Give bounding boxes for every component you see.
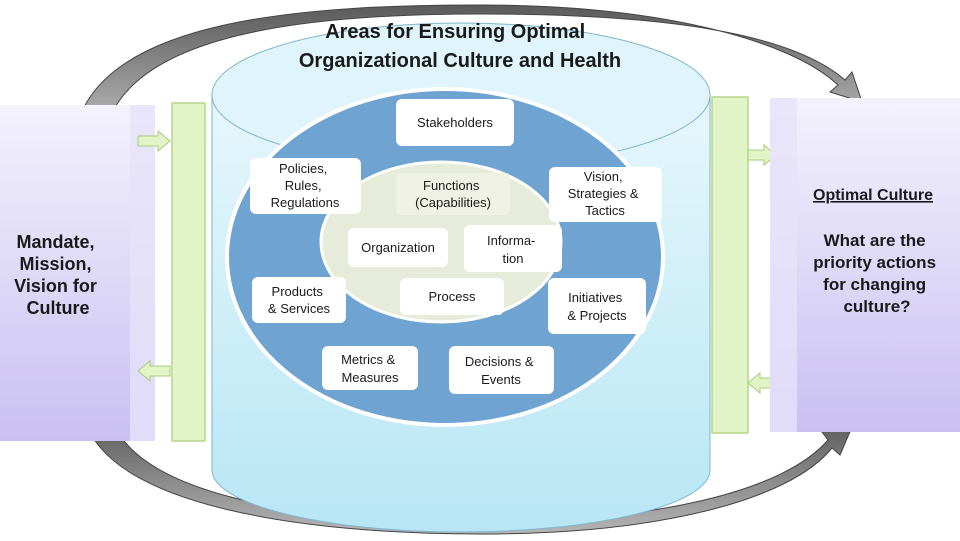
svg-text:Decisions & Events: Decisions & Events: [465, 354, 537, 387]
diagram-text: Organization: [361, 240, 435, 255]
svg-text:Metrics & Measures: Metrics & Measures: [341, 352, 399, 385]
diagram-title: Areas for Ensuring Optimal Organizationa…: [299, 21, 621, 72]
diagram-text: Decisions &: [465, 354, 534, 369]
diagram-text: Policies,: [279, 161, 327, 176]
right-panel-heading: Optimal Culture: [813, 187, 933, 204]
svg-text:Mandate, Mission,: Mandate, Mission, Vision for Culture: [14, 232, 102, 318]
diagram-text: Metrics &: [341, 352, 396, 367]
diagram-text: Rules,: [285, 178, 322, 193]
box-stakeholders: Stakeholders: [396, 99, 514, 146]
diagram-text: tion: [503, 251, 524, 266]
diagram-text: Initiatives: [568, 290, 623, 305]
diagram-text: Measures: [341, 370, 399, 385]
svg-text:Policies, Rules, R: Policies, Rules, Regulations: [271, 161, 340, 210]
box-process: Process: [400, 278, 504, 315]
diagram-text: (Capabilities): [415, 195, 491, 210]
box-vision: Vision, Strategies & Tactics: [549, 167, 662, 222]
svg-text:Vision, Strategies &: Vision, Strategies & Tactics: [568, 169, 642, 218]
title-line: Organizational Culture and Health: [299, 50, 621, 72]
arrow-right-icon: [137, 129, 171, 153]
title-line: Areas for Ensuring Optimal: [325, 21, 585, 43]
diagram-text: Functions: [423, 178, 480, 193]
svg-text:What are the priority ac: What are the priority actions for changi…: [813, 231, 941, 316]
right-panel-line: culture?: [843, 297, 910, 316]
box-information: Informa- tion: [464, 225, 562, 272]
right-panel-optimal-culture: Optimal Culture What are the priority ac…: [770, 98, 960, 432]
diagram-text: Events: [481, 372, 521, 387]
diagram-text: & Projects: [567, 308, 627, 323]
diagram-text: Products: [272, 284, 324, 299]
box-products: Products & Services: [252, 277, 346, 323]
left-panel-line: Mission,: [19, 254, 91, 274]
left-panel-mandate: Mandate, Mission, Vision for Culture: [0, 105, 155, 441]
diagram-text: Stakeholders: [417, 115, 493, 130]
arrow-left-icon: [747, 371, 773, 395]
right-panel-line: priority actions: [813, 253, 936, 272]
svg-text:Process: Process: [429, 289, 476, 304]
box-initiatives: Initiatives & Projects: [548, 278, 646, 334]
diagram-text: & Services: [268, 301, 331, 316]
diagram-text: Informa-: [487, 233, 535, 248]
diagram-text: Tactics: [585, 203, 625, 218]
arrow-left-icon: [137, 359, 171, 383]
left-panel-line: Culture: [27, 298, 90, 318]
svg-text:Initiatives & Projects: Initiatives & Projects: [567, 290, 627, 323]
box-policies: Policies, Rules, Regulations: [250, 158, 361, 214]
box-organization: Organization: [348, 228, 448, 267]
left-panel-line: Mandate,: [16, 232, 94, 252]
diagram-text: Strategies &: [568, 186, 639, 201]
right-green-bar: [711, 96, 749, 434]
diagram-text: Regulations: [271, 195, 340, 210]
box-decisions: Decisions & Events: [449, 346, 554, 394]
svg-text:Products & Services: Products & Services: [268, 284, 331, 316]
diagram-text: Process: [429, 289, 476, 304]
left-green-bar: [171, 102, 206, 442]
diagram-text: Vision,: [584, 169, 623, 184]
svg-text:Organization: Organization: [361, 240, 435, 255]
box-metrics: Metrics & Measures: [322, 346, 418, 390]
left-panel-line: Vision for: [14, 276, 97, 296]
right-panel-line: for changing: [823, 275, 926, 294]
svg-text:Informa- tion: Informa- tion: [487, 233, 539, 266]
svg-text:Stakeholders: Stakeholders: [417, 115, 493, 130]
svg-text:Functions (Capabilities): Functions (Capabilities): [415, 178, 491, 210]
box-functions: Functions (Capabilities): [396, 173, 510, 215]
right-panel-line: What are the: [824, 231, 926, 250]
